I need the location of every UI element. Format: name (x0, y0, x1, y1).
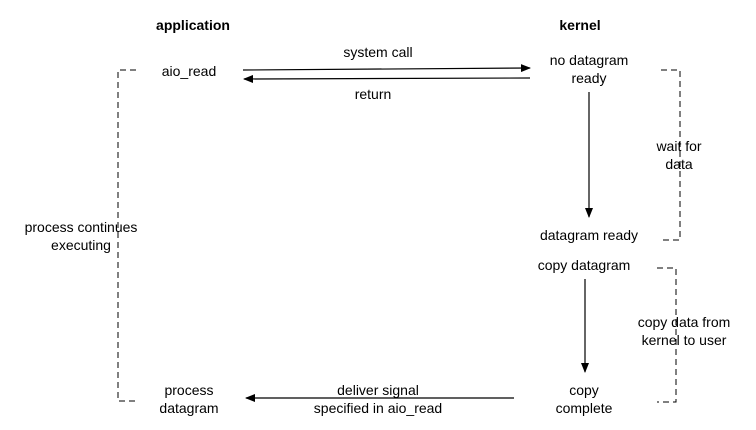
copy-complete-line-2: complete (555, 400, 613, 416)
process-datagram-line-1: process (164, 382, 214, 398)
copy-data-from-line-2: kernel to user (641, 332, 727, 348)
deliver-signal-label: deliver signal specified in aio_read (314, 381, 442, 417)
wait-for-data-bracket (661, 69, 681, 241)
kernel-header: kernel (559, 17, 601, 33)
datagram-ready-label: datagram ready (539, 227, 639, 243)
deliver-signal-line-1: deliver signal (337, 382, 419, 398)
deliver-signal-line-2: specified in aio_read (313, 400, 443, 416)
wait-for-data-line-1: wait for (656, 138, 702, 154)
copy-complete-line-1: copy (569, 382, 599, 398)
return-arrow (243, 74, 531, 83)
wait-for-data-label: wait for data (656, 137, 701, 173)
process-continues-line-1: process continues (24, 219, 138, 235)
system-call-label: system call (343, 44, 413, 60)
no-datagram-ready-label: no datagram ready (550, 51, 629, 87)
copy-complete-label: copy complete (556, 381, 613, 417)
application-header: application (156, 17, 230, 33)
process-continues-label: process continues executing (25, 218, 138, 254)
copy-datagram-label: copy datagram (537, 257, 631, 273)
process-datagram-line-2: datagram (159, 400, 219, 416)
no-datagram-line-2: ready (571, 70, 607, 86)
return-label: return (354, 86, 392, 102)
aio-read-label: aio_read (161, 63, 217, 79)
process-continues-line-2: executing (51, 237, 111, 253)
copy-data-from-label: copy data from kernel to user (638, 313, 731, 349)
process-continues-bracket (117, 69, 136, 402)
copy-data-from-line-1: copy data from (637, 314, 731, 330)
copy-data-bracket (657, 267, 677, 403)
process-datagram-label: process datagram (159, 381, 218, 417)
system-call-arrow (242, 64, 531, 73)
wait-for-data-line-2: data (665, 156, 693, 172)
no-datagram-line-1: no datagram (549, 52, 629, 68)
